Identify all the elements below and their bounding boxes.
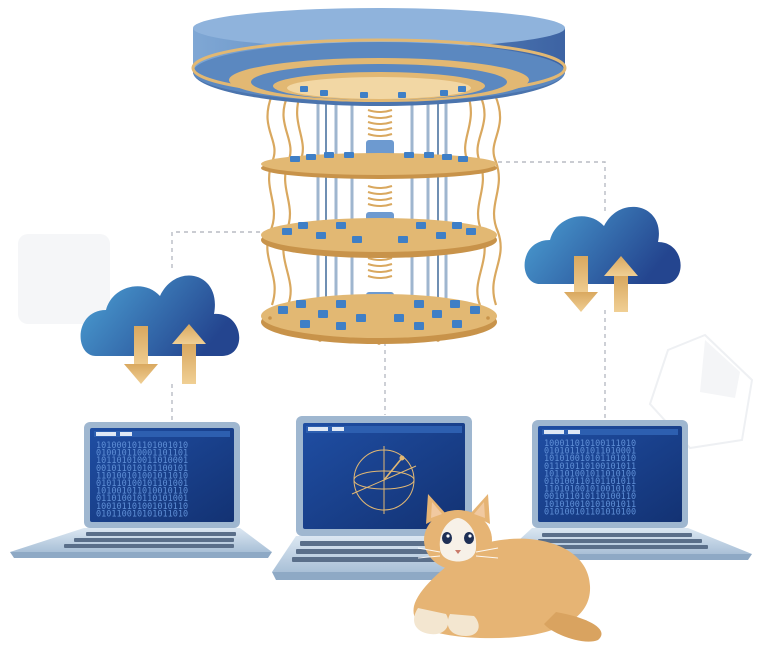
keyboard bbox=[532, 533, 708, 549]
background-panel bbox=[18, 234, 110, 324]
upload-arrow-icon bbox=[604, 256, 638, 312]
binary-line: 010110100101101001 bbox=[96, 479, 188, 489]
binary-line: 011010010110101001 bbox=[96, 494, 188, 504]
background-hexagon bbox=[648, 333, 754, 450]
upload-arrow-icon bbox=[172, 324, 206, 384]
quantum-chandelier-icon bbox=[191, 8, 567, 345]
binary-line: 101101001011010100 bbox=[544, 469, 636, 479]
binary-line: 101010010101001011 bbox=[544, 500, 636, 510]
binary-line: 101000101101001010 bbox=[96, 441, 188, 451]
connection-lines bbox=[171, 161, 606, 420]
binary-line: 101001011010010110 bbox=[96, 487, 188, 497]
binary-line: 010100101101010100 bbox=[544, 507, 636, 517]
binary-line: 100011010100111010 bbox=[544, 439, 636, 449]
cat-icon bbox=[413, 494, 602, 642]
binary-line: 010101101011010001 bbox=[544, 447, 636, 457]
keyboard bbox=[64, 532, 236, 548]
binary-line: 010100110101101011 bbox=[544, 477, 636, 487]
binary-line: 101010010101101010 bbox=[544, 454, 636, 464]
binary-line: 001011010101100101 bbox=[96, 464, 188, 474]
binary-line: 110101001010010101 bbox=[544, 485, 636, 495]
binary-line: 100101101001010110 bbox=[96, 502, 188, 512]
binary-line: 110100101001011010 bbox=[96, 471, 188, 481]
binary-line: 101101010011010001 bbox=[96, 456, 188, 466]
binary-line: 010110010101011010 bbox=[96, 509, 188, 519]
binary-line: 011010110100101011 bbox=[544, 462, 636, 472]
cloud-sync-icon bbox=[80, 275, 240, 384]
download-arrow-icon bbox=[564, 256, 598, 312]
binary-line: 001011010110100110 bbox=[544, 492, 636, 502]
cloud-sync-icon bbox=[524, 206, 681, 312]
download-arrow-icon bbox=[124, 326, 158, 384]
binary-line: 010010110001101101 bbox=[96, 449, 188, 459]
bloch-sphere-icon bbox=[351, 446, 417, 514]
